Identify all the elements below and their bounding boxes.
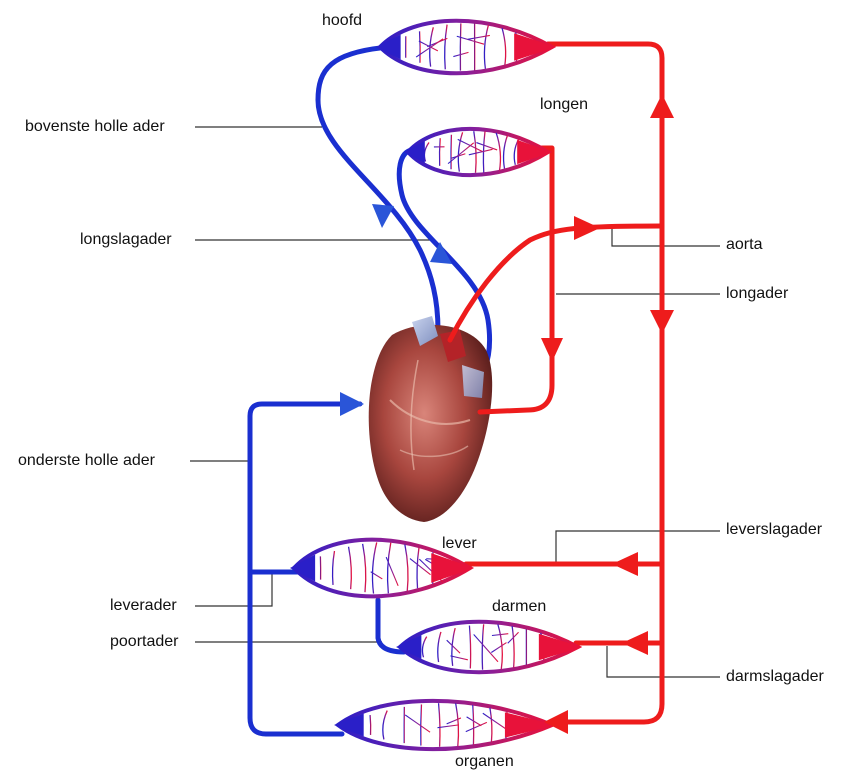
- label-intestines: darmen: [492, 598, 546, 616]
- arrow-head-icon: [340, 392, 364, 416]
- label-inferior-vena-cava: onderste holle ader: [18, 452, 155, 470]
- heart-icon: [369, 316, 492, 522]
- label-pulmonary-vein: longader: [726, 285, 788, 303]
- superior-vena-cava-vessel: [318, 47, 438, 330]
- aorta-arch-vessel: [450, 226, 662, 340]
- arrow-head-icon: [544, 710, 568, 734]
- arrow-head-icon: [372, 204, 394, 228]
- label-pulmonary-artery: longslagader: [80, 231, 172, 249]
- leader-hepatic-vein: [195, 572, 272, 606]
- arrow-head-icon: [650, 310, 674, 334]
- label-aorta: aorta: [726, 236, 762, 254]
- label-head: hoofd: [322, 12, 362, 30]
- aorta-main-trunk: [548, 44, 662, 722]
- label-superior-vena-cava: bovenste holle ader: [25, 118, 165, 136]
- arrow-head-icon: [622, 631, 648, 655]
- label-lungs: longen: [540, 96, 588, 114]
- arrow-head-icon: [430, 242, 452, 264]
- capillary-bed-head: [376, 21, 556, 74]
- label-intestinal-artery: darmslagader: [726, 668, 824, 686]
- label-organs: organen: [455, 753, 514, 771]
- arrow-head-icon: [650, 94, 674, 118]
- arrow-head-icon: [541, 338, 563, 362]
- capillary-bed-lungs: [404, 129, 552, 175]
- capillary-bed-organs: [334, 701, 556, 749]
- label-hepatic-vein: leverader: [110, 597, 177, 615]
- label-liver: lever: [442, 535, 477, 553]
- arrow-head-icon: [574, 216, 600, 240]
- capillary-bed-intestines: [396, 622, 582, 672]
- leader-aorta: [612, 227, 720, 246]
- arrow-head-icon: [612, 552, 638, 576]
- label-hepatic-artery: leverslagader: [726, 521, 822, 539]
- label-portal-vein: poortader: [110, 633, 179, 651]
